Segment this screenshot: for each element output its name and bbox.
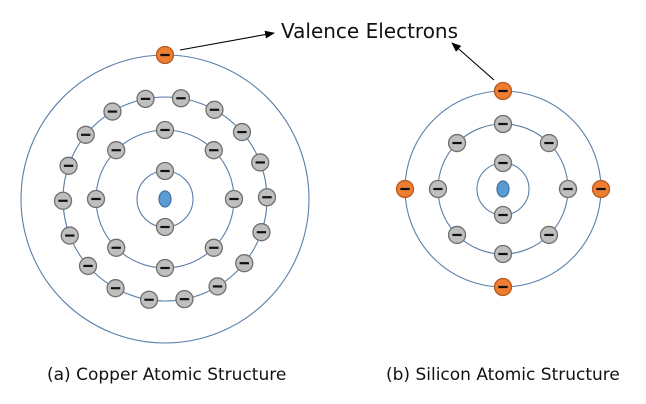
electron (252, 223, 271, 242)
electron (539, 133, 559, 153)
electron (103, 102, 122, 121)
electron (60, 226, 79, 245)
electron (136, 89, 155, 109)
electron (539, 225, 559, 245)
electron (204, 141, 223, 160)
valence-electron (155, 45, 175, 65)
copper-caption: (a) Copper Atomic Structure (47, 365, 286, 385)
electron (175, 289, 194, 309)
electron (139, 290, 159, 309)
silicon-valence-pointer (451, 42, 495, 81)
electron (493, 244, 513, 264)
electron (251, 153, 270, 172)
electron (106, 279, 125, 298)
nucleus (158, 190, 172, 208)
electron (155, 217, 175, 237)
copper-valence-pointer (179, 30, 275, 51)
valence-electron (395, 179, 415, 199)
electron (235, 254, 254, 273)
electron (155, 258, 175, 278)
electron (171, 89, 191, 108)
electron (107, 238, 126, 257)
electron (76, 125, 95, 144)
electron (155, 161, 175, 181)
electron (558, 179, 578, 199)
electron (232, 122, 252, 142)
electron (493, 153, 513, 173)
electron (59, 156, 78, 175)
silicon-caption: (b) Silicon Atomic Structure (386, 365, 620, 385)
valence-electron (493, 81, 513, 101)
valence-electrons-label: Valence Electrons (281, 19, 458, 43)
electron (107, 141, 126, 160)
electron (155, 120, 175, 140)
electron (205, 100, 224, 119)
electron (204, 238, 223, 257)
electron (447, 225, 467, 245)
electron (493, 114, 513, 134)
electron (224, 189, 244, 209)
electron (493, 205, 513, 225)
silicon-atom (395, 81, 611, 297)
valence-electron (591, 179, 611, 199)
valence-electron (493, 277, 513, 297)
electron (53, 191, 73, 210)
electron (78, 256, 98, 276)
copper-atom (20, 45, 310, 344)
electron (257, 188, 277, 207)
nucleus (496, 180, 510, 198)
electron (86, 189, 106, 209)
electron (428, 179, 448, 199)
electron (208, 277, 227, 296)
electron (447, 133, 467, 153)
